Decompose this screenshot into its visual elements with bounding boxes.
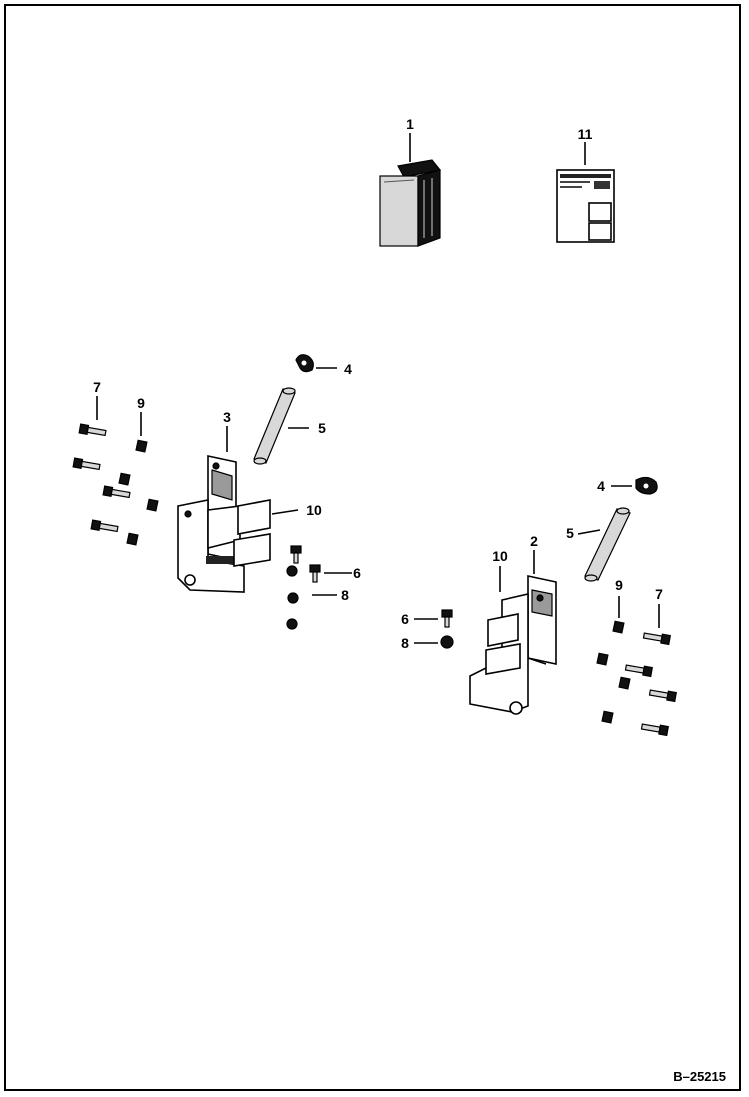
callout-8-right: 8 bbox=[401, 635, 409, 651]
part-4-clip-left bbox=[295, 354, 337, 373]
part-4-clip-right bbox=[611, 476, 658, 495]
callout-9-left: 9 bbox=[137, 395, 145, 411]
callout-1: 1 bbox=[406, 116, 414, 132]
part-3-bracket bbox=[177, 426, 271, 593]
sheet-border bbox=[4, 4, 741, 1091]
part-5-pin-left bbox=[253, 387, 309, 465]
callout-4-left: 4 bbox=[344, 361, 352, 377]
part-9-nuts-right bbox=[596, 596, 631, 724]
callout-6-right: 6 bbox=[401, 611, 409, 627]
callout-5-left: 5 bbox=[318, 420, 326, 436]
figure-reference-number: B–25215 bbox=[673, 1069, 726, 1084]
callout-7-right: 7 bbox=[655, 586, 663, 602]
part-10-plate-left bbox=[271, 509, 299, 515]
callout-8-left: 8 bbox=[341, 587, 349, 603]
callout-7-left: 7 bbox=[93, 379, 101, 395]
part-2-bracket bbox=[469, 550, 557, 715]
callout-4-right: 4 bbox=[597, 478, 605, 494]
part-5-pin-right bbox=[577, 507, 631, 582]
callout-9-right: 9 bbox=[615, 577, 623, 593]
part-7-bolts-right bbox=[624, 604, 677, 737]
part-6-8-hardware-right bbox=[414, 609, 454, 649]
callout-2: 2 bbox=[530, 533, 538, 549]
part-7-bolts-left bbox=[72, 396, 131, 533]
part-11-manual bbox=[556, 142, 615, 243]
part-1-block bbox=[379, 133, 442, 247]
callout-11: 11 bbox=[578, 126, 593, 142]
part-6-8-hardware-left bbox=[286, 545, 352, 630]
callout-6-left: 6 bbox=[353, 565, 361, 581]
callout-3: 3 bbox=[223, 409, 231, 425]
callout-10-right: 10 bbox=[492, 548, 508, 564]
callout-5-right: 5 bbox=[566, 525, 574, 541]
part-9-nuts-left bbox=[118, 412, 159, 546]
callout-10-left: 10 bbox=[306, 502, 322, 518]
